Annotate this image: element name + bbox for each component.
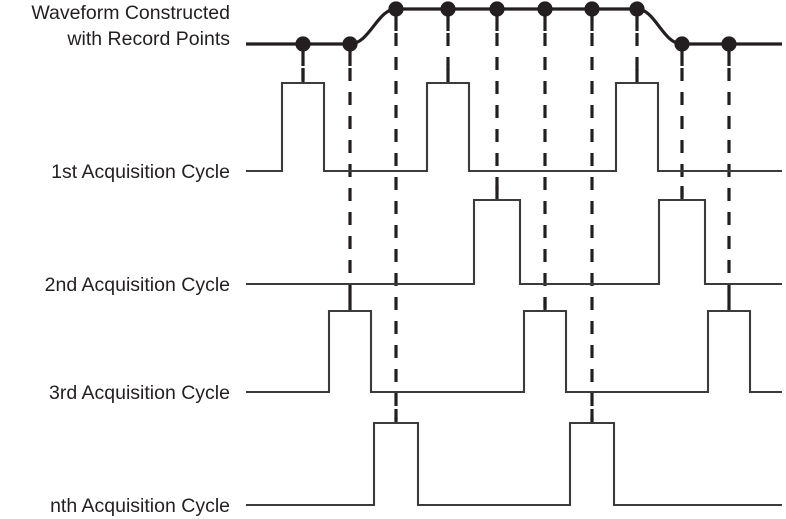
record-points-group [295,1,737,66]
figure-title-line1: Waveform Constructed [31,2,230,24]
row-label-cycle3: 3rd Acquisition Cycle [49,382,230,404]
drop-lines-group [301,33,731,420]
row-label-cycle1: 1st Acquisition Cycle [51,161,230,183]
cycle-pulse-train-1 [246,81,782,173]
waveform-trace [246,7,782,46]
figure-title-line2: with Record Points [66,28,230,50]
acquisition-cycles-group [246,69,782,507]
cycle-pulse-train-3 [246,309,782,394]
row-label-cyclen: nth Acquisition Cycle [50,495,230,517]
row-label-cycle2: 2nd Acquisition Cycle [45,274,230,296]
cycle-pulse-train-2 [246,198,782,286]
reconstructed-waveform-group [246,7,782,46]
cycle-pulse-train-4 [246,421,782,507]
